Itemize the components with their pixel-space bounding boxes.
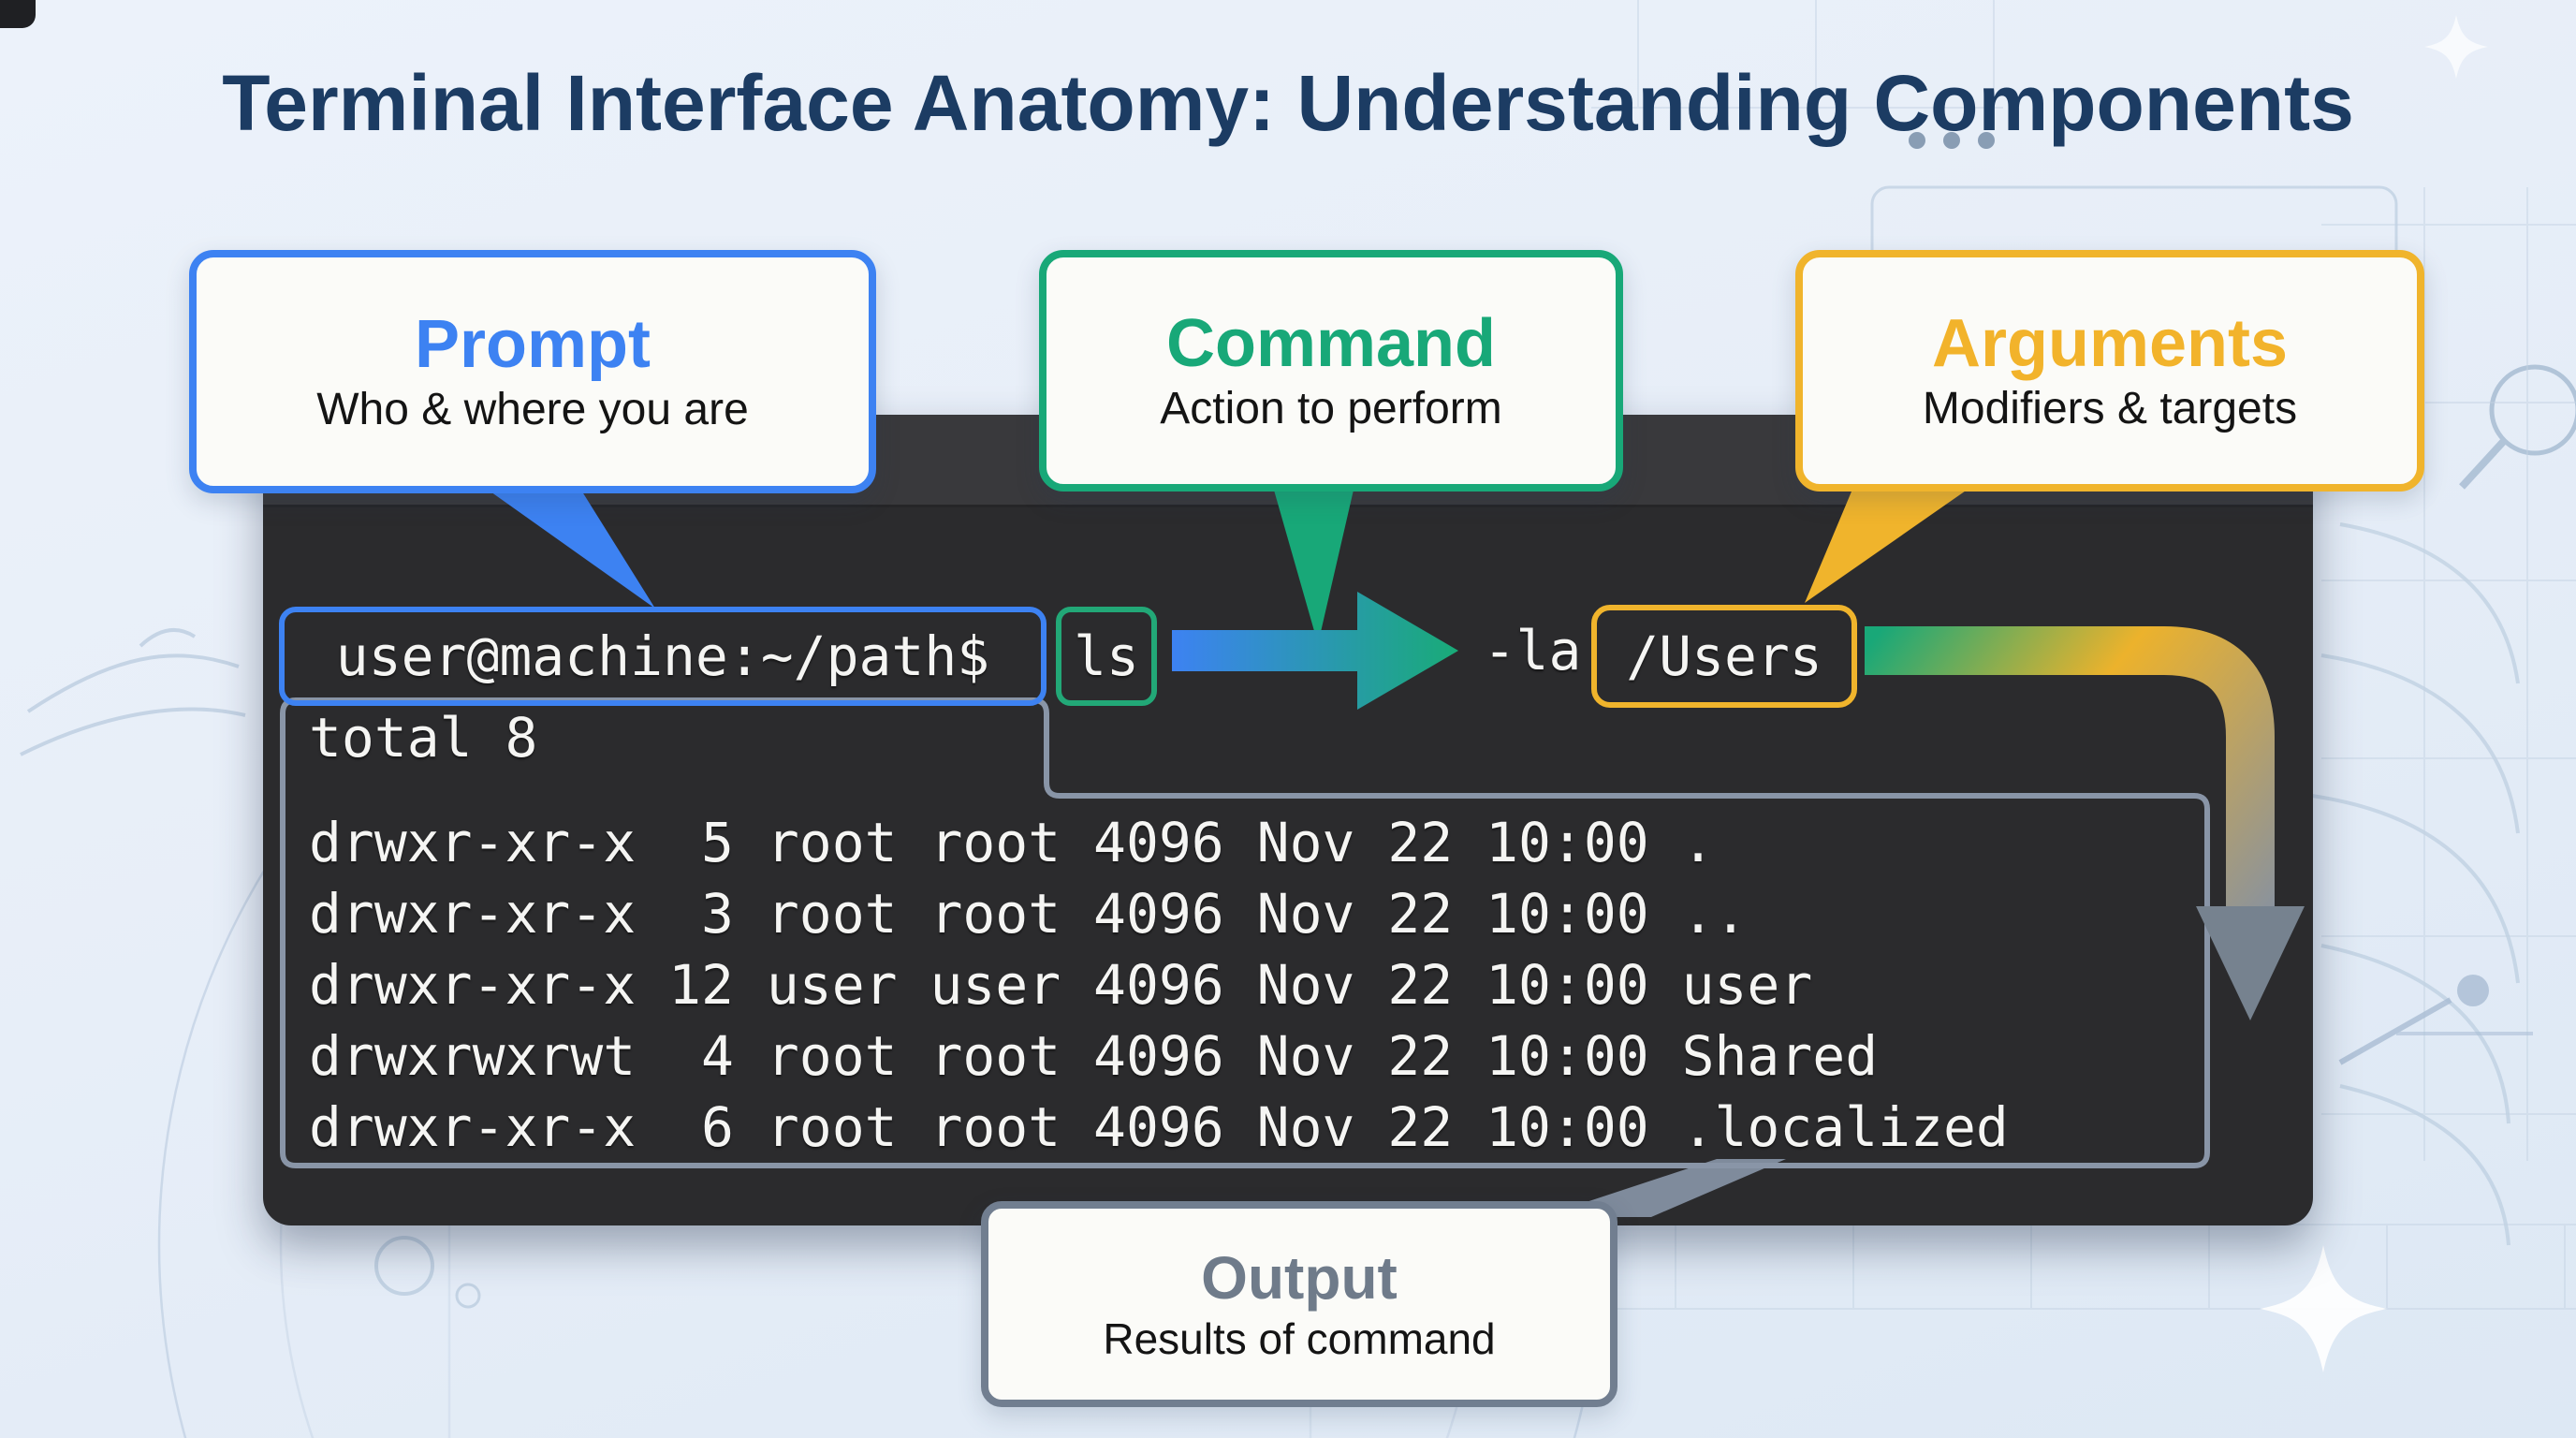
terminal-output-line: drwxr-xr-x 12 user user 4096 Nov 22 10:0… [309, 953, 1813, 1017]
callout-arguments: Arguments Modifiers & targets [1795, 250, 2424, 492]
terminal-prompt-segment: user@machine:~/path$ [279, 607, 1046, 706]
arm-sketch [20, 628, 246, 756]
callout-output-label: Output [1201, 1244, 1398, 1312]
callout-prompt-label: Prompt [415, 307, 651, 382]
pendulum-sketch [2338, 975, 2533, 1065]
terminal-output-line: drwxr-xr-x 6 root root 4096 Nov 22 10:00… [309, 1095, 2009, 1159]
terminal-command-segment: ls [1056, 607, 1157, 706]
terminal-output-line: drwxr-xr-x 5 root root 4096 Nov 22 10:00… [309, 811, 1715, 874]
callout-command-description: Action to perform [1160, 384, 1502, 433]
callout-arguments-label: Arguments [1931, 306, 2289, 381]
callout-output: Output Results of command [981, 1201, 1617, 1407]
terminal-output-line: drwxr-xr-x 3 root root 4096 Nov 22 10:00… [309, 882, 1748, 946]
callout-command: Command Action to perform [1039, 250, 1623, 492]
callout-output-description: Results of command [1103, 1314, 1496, 1363]
callout-command-label: Command [1165, 306, 1497, 381]
magnifier-sketch [2459, 364, 2576, 490]
terminal-output-list: drwxr-xr-x 5 root root 4096 Nov 22 10:00… [309, 807, 2009, 1163]
callout-prompt: Prompt Who & where you are [189, 250, 876, 493]
callout-prompt-description: Who & where you are [316, 385, 749, 434]
sparkle-small-icon [2424, 15, 2488, 79]
terminal-output-summary: total 8 [309, 706, 538, 770]
terminal-flags-segment: -la [1483, 619, 1582, 682]
page-title: Terminal Interface Anatomy: Understandin… [222, 59, 2354, 147]
corner-tab-decor [0, 0, 36, 28]
lens-circles-sketch [374, 1236, 481, 1309]
sparkle-icon [2260, 1245, 2387, 1372]
terminal-output-line: drwxrwxrwt 4 root root 4096 Nov 22 10:00… [309, 1024, 1879, 1088]
callout-arguments-description: Modifiers & targets [1922, 384, 2298, 433]
terminal-argument-segment: /Users [1591, 605, 1857, 708]
ribcage-sketch [2311, 522, 2520, 1246]
